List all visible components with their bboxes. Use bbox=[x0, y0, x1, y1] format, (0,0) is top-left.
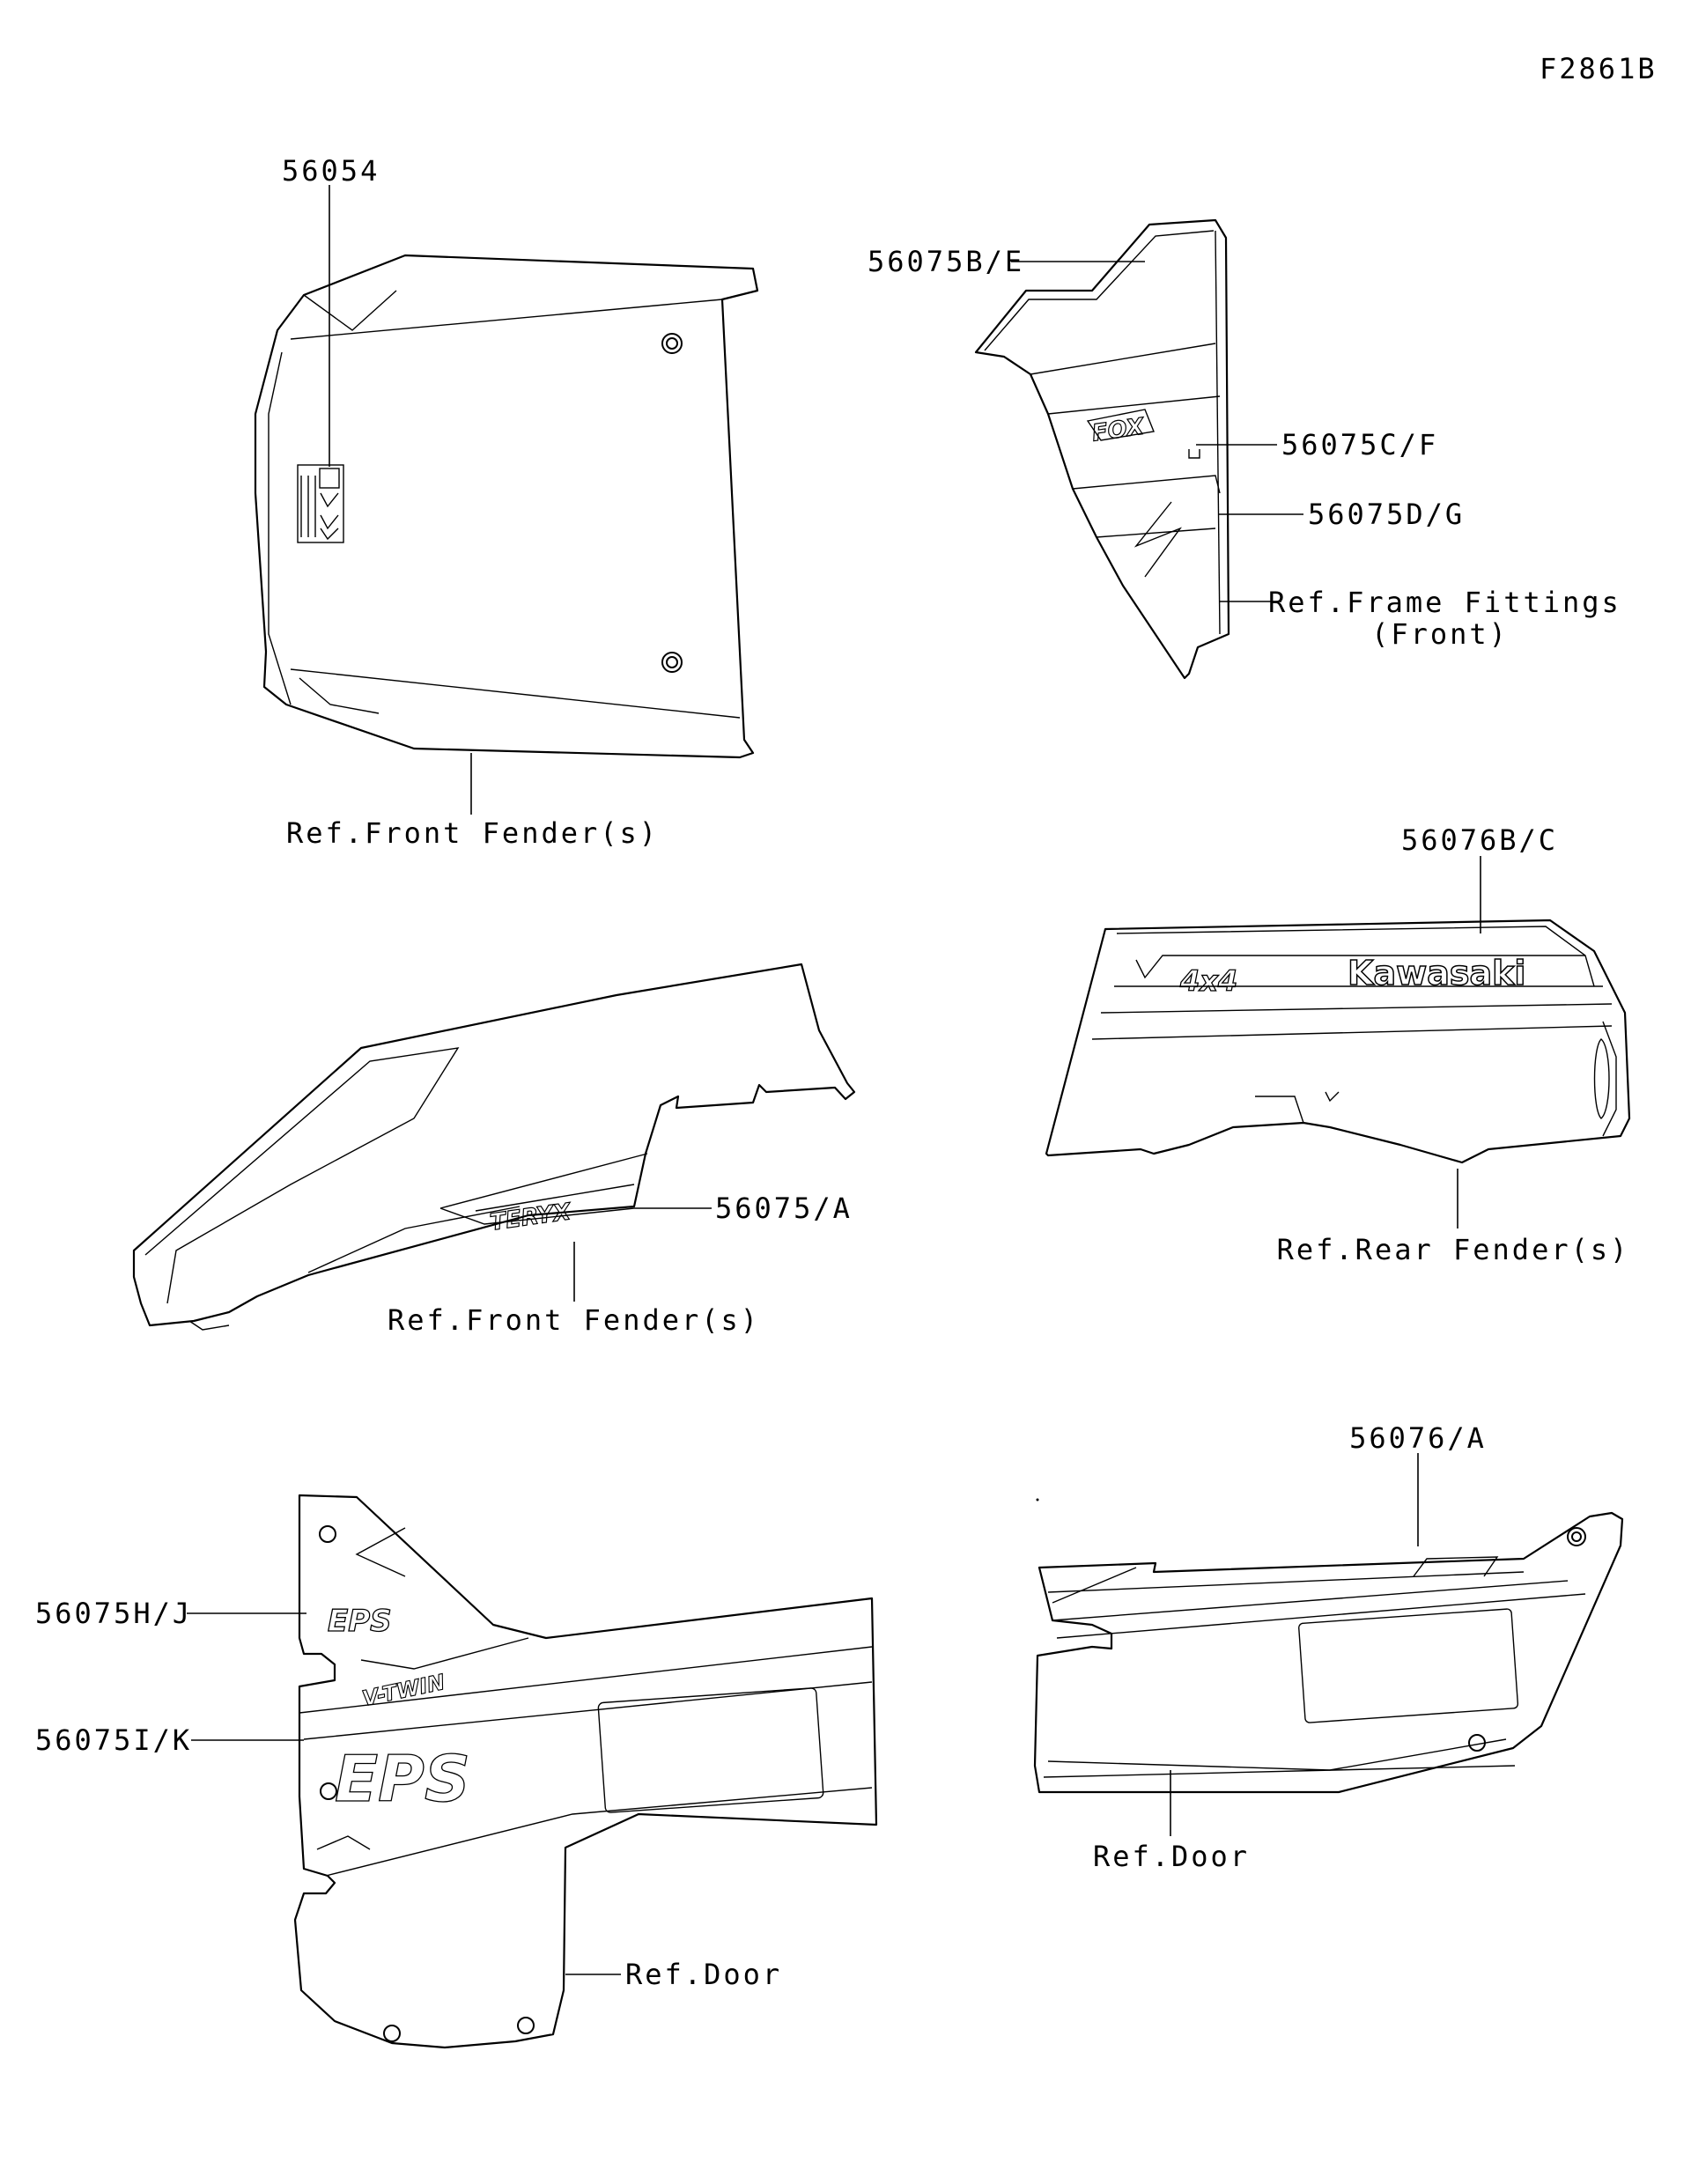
ref-front-fender-hood: Ref.Front Fender(s) bbox=[286, 816, 660, 850]
ref-frame-fittings-front: Ref.Frame Fittings (Front) bbox=[1268, 586, 1621, 651]
part-number-56075A: 56075/A bbox=[715, 1192, 853, 1225]
front-fender-side: TERYX bbox=[132, 963, 856, 1331]
ref-frame-fittings-front-line: (Front) bbox=[1371, 617, 1509, 651]
front-door-panel: EPS V-TWIN EPS bbox=[293, 1494, 878, 2049]
part-number-56054: 56054 bbox=[282, 154, 380, 188]
part-number-56075DG: 56075D/G bbox=[1308, 498, 1466, 531]
part-number-56076BC: 56076B/C bbox=[1400, 823, 1559, 857]
eps-logo-graphic: EPS bbox=[328, 1604, 392, 1639]
cowl-side-panel: FOX bbox=[974, 218, 1230, 680]
part-number-56075IK: 56075I/K bbox=[35, 1723, 193, 1757]
rear-fender-panel: Kawasaki 4x4 bbox=[1045, 919, 1631, 1164]
ref-rear-door: Ref.Door bbox=[1092, 1840, 1251, 1873]
hood-panel bbox=[254, 254, 759, 759]
kawasaki-logo-graphic: Kawasaki bbox=[1348, 954, 1525, 992]
part-number-56075BE: 56075B/E bbox=[868, 245, 1025, 278]
ref-front-door: Ref.Door bbox=[625, 1958, 783, 1991]
part-number-56075CF: 56075C/F bbox=[1281, 428, 1439, 461]
part-number-56075HJ: 56075H/J bbox=[35, 1597, 193, 1630]
eps-large-graphic: EPS bbox=[335, 1742, 470, 1816]
ref-front-fender-side: Ref.Front Fender(s) bbox=[388, 1303, 761, 1337]
v-twin-logo-graphic: V-TWIN bbox=[360, 1670, 447, 1711]
rear-door-panel bbox=[1033, 1498, 1624, 1794]
part-number-56076A: 56076/A bbox=[1349, 1421, 1487, 1455]
teryx-logo-graphic: TERYX bbox=[489, 1199, 574, 1236]
4x4-logo-graphic: 4x4 bbox=[1179, 964, 1237, 998]
ref-frame-fittings-line: Ref.Frame Fittings bbox=[1268, 586, 1621, 619]
figure-code: F2861B bbox=[1540, 52, 1658, 85]
ref-rear-fender: Ref.Rear Fender(s) bbox=[1276, 1233, 1630, 1266]
